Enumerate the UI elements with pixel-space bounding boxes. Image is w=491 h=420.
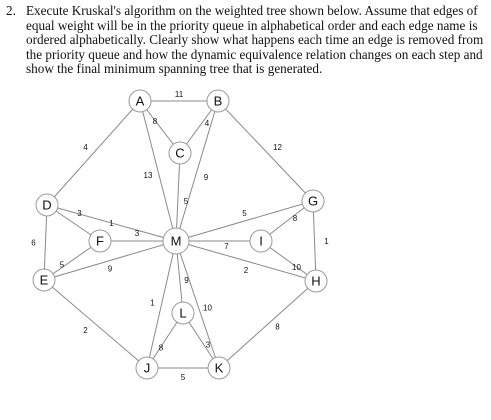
node-label-b: B <box>214 94 223 109</box>
edge-e-j <box>43 279 148 369</box>
edge-weight-j-l: 8 <box>159 344 164 353</box>
edge-g-h <box>312 200 317 282</box>
edge-weight-h-i: 10 <box>292 263 301 272</box>
node-label-a: A <box>136 94 145 109</box>
node-label-h: H <box>311 274 320 289</box>
edge-weight-a-m: 13 <box>144 171 153 180</box>
node-d <box>35 193 59 217</box>
node-k <box>207 356 231 380</box>
edge-weight-h-k: 8 <box>275 323 280 332</box>
node-label-c: C <box>175 146 184 161</box>
edge-weight-h-m: 2 <box>244 266 249 275</box>
node-e <box>32 268 56 292</box>
edge-h-k <box>218 280 317 369</box>
edge-weight-g-h: 1 <box>324 237 329 246</box>
edge-k-m <box>175 240 220 369</box>
node-l <box>171 301 195 325</box>
node-f <box>88 229 112 253</box>
node-i <box>249 229 273 253</box>
node-label-d: D <box>42 198 51 213</box>
edge-c-m <box>175 152 181 242</box>
edge-weight-d-e: 6 <box>31 239 36 248</box>
edge-weight-g-i: 8 <box>293 214 298 223</box>
edge-weight-j-m: 1 <box>150 299 155 308</box>
node-label-m: M <box>171 234 182 249</box>
edge-weight-b-c: 4 <box>205 119 210 128</box>
node-label-g: G <box>308 194 318 209</box>
edge-e-m <box>43 240 177 281</box>
edge-b-g <box>217 100 314 202</box>
edge-b-m <box>175 100 219 242</box>
edge-weight-e-m: 9 <box>108 265 113 274</box>
edge-weight-a-d: 4 <box>83 143 88 152</box>
edge-weight-f-m: 3 <box>135 229 140 238</box>
edge-h-m <box>175 240 317 282</box>
edge-weight-b-m: 9 <box>204 173 209 182</box>
node-label-l: L <box>179 306 186 321</box>
edge-weight-a-b: 11 <box>175 90 184 99</box>
edge-j-m <box>146 240 177 369</box>
edge-weight-i-m: 7 <box>224 242 229 251</box>
edge-weight-k-m: 10 <box>203 304 212 313</box>
node-label-f: F <box>96 234 104 249</box>
node-j <box>135 356 159 380</box>
edge-weight-c-m: 5 <box>184 197 189 206</box>
edge-d-m <box>46 204 177 242</box>
node-a <box>128 89 152 113</box>
edge-weight-j-k: 5 <box>181 373 186 382</box>
edge-weight-d-m: 1 <box>109 219 114 228</box>
node-m <box>162 227 190 255</box>
node-g <box>301 189 325 213</box>
node-b <box>206 89 230 113</box>
edge-weight-k-l: 3 <box>206 341 211 350</box>
node-label-e: E <box>40 273 49 288</box>
edge-weight-d-f: 3 <box>77 209 82 218</box>
question-text: Execute Kruskal's algorithm on the weigh… <box>26 3 484 77</box>
edge-weight-e-j: 2 <box>83 326 88 335</box>
node-label-k: K <box>215 361 224 376</box>
edge-a-d <box>46 100 141 206</box>
edge-weight-a-c: 8 <box>153 117 158 126</box>
edge-a-m <box>139 100 177 242</box>
edge-g-m <box>175 200 314 242</box>
edge-weight-g-m: 5 <box>242 209 247 218</box>
question-number: 2. <box>6 3 16 18</box>
edge-weight-l-m: 9 <box>184 276 189 285</box>
node-label-j: J <box>144 361 151 376</box>
edge-weight-e-f: 5 <box>60 261 65 270</box>
node-c <box>168 141 192 165</box>
edge-weight-b-g: 12 <box>273 143 282 152</box>
edge-d-e <box>43 204 48 281</box>
node-label-i: I <box>259 234 263 249</box>
node-h <box>304 269 328 293</box>
